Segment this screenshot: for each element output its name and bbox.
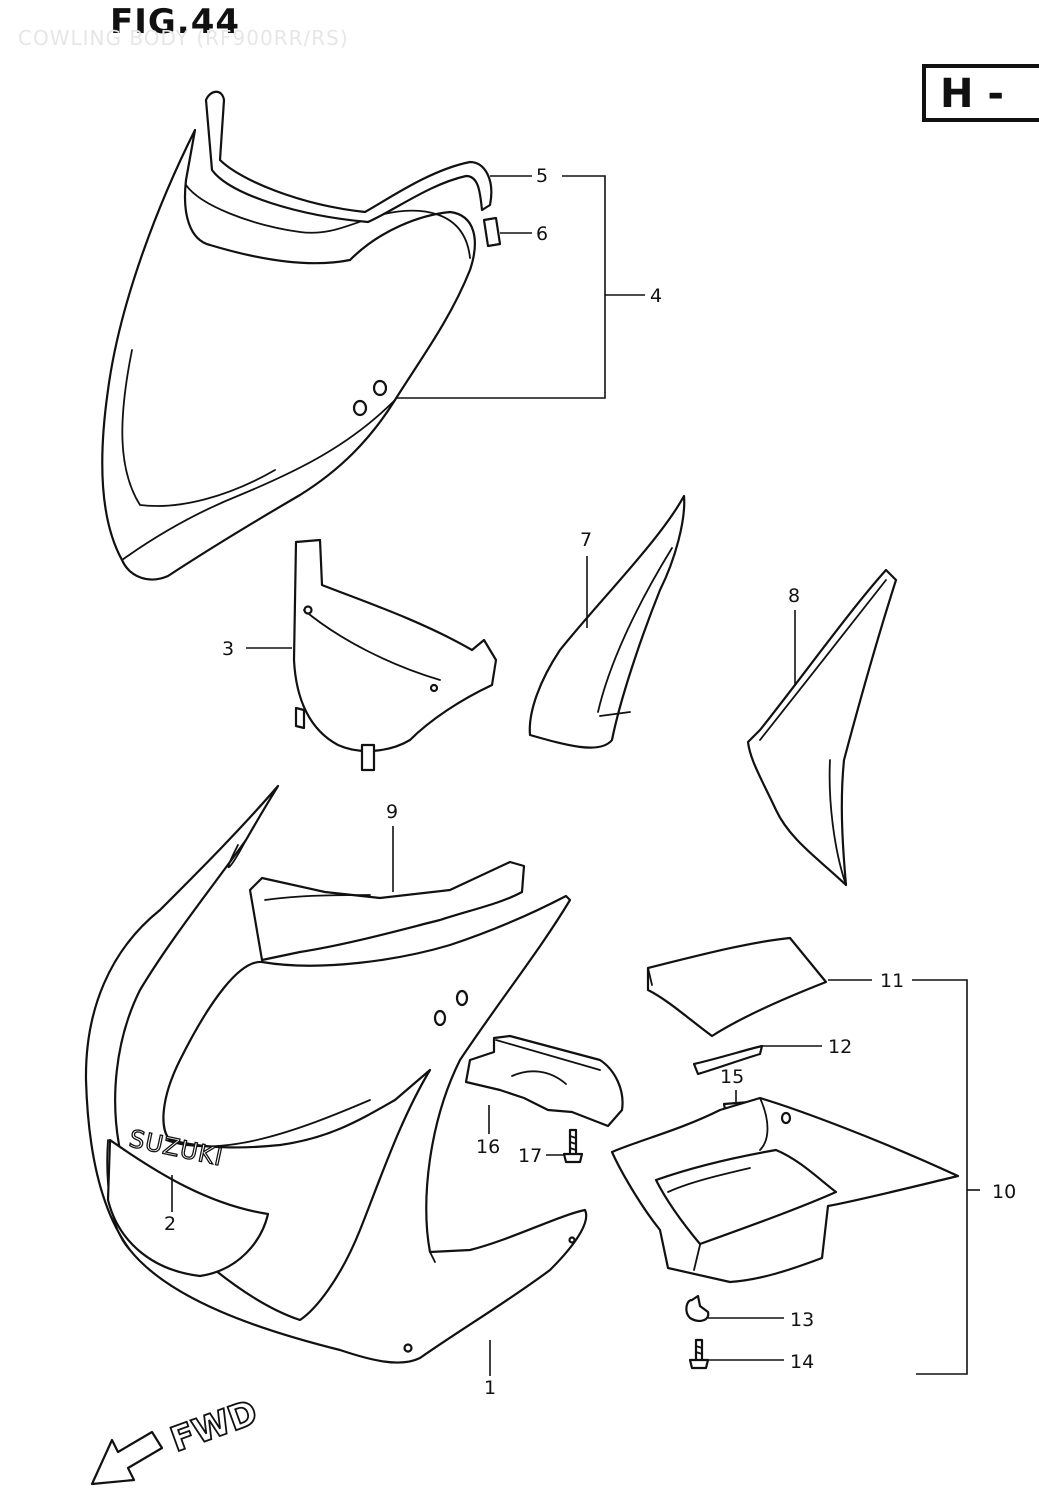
cowling-hole-1 xyxy=(433,1009,447,1027)
callout-4: 4 xyxy=(650,285,662,307)
windscreen-inner-edge xyxy=(185,184,471,259)
callout-6: 6 xyxy=(536,223,548,245)
forward-direction-indicator: FWD xyxy=(90,1392,264,1486)
inner-panel xyxy=(292,538,498,772)
callout-3: 3 xyxy=(222,638,234,660)
leader-lines xyxy=(171,175,980,1376)
section-code: H - xyxy=(940,71,1005,117)
windscreen-tint-line xyxy=(121,349,276,507)
inner-box xyxy=(610,1096,960,1284)
windscreen-lower-edge xyxy=(121,399,396,561)
callout-labels: 5 6 4 3 7 8 9 11 12 15 16 17 2 10 13 14 … xyxy=(164,165,1016,1399)
bolt-17 xyxy=(562,1128,584,1164)
callout-10: 10 xyxy=(992,1181,1016,1203)
callout-7: 7 xyxy=(580,529,592,551)
callout-5: 5 xyxy=(536,165,548,187)
inner-panel-tab-2 xyxy=(360,743,376,772)
side-piece-right xyxy=(746,568,898,887)
callout-2: 2 xyxy=(164,1213,176,1235)
cover-plate xyxy=(646,936,828,1038)
windscreen-rubber-trim xyxy=(204,90,493,224)
cowling-hole-2 xyxy=(455,989,469,1007)
callout-9: 9 xyxy=(386,801,398,823)
inner-upper-cover xyxy=(248,860,526,962)
seal-strip xyxy=(692,1044,764,1076)
windscreen-assembly xyxy=(101,90,502,581)
windscreen xyxy=(101,128,476,581)
figure-title: FIG.44 xyxy=(110,2,241,42)
windscreen-nut-clip xyxy=(482,216,502,248)
callout-11: 11 xyxy=(880,970,904,992)
inner-panel-tab-1 xyxy=(294,706,306,730)
hook-13 xyxy=(685,1294,710,1322)
callout-12: 12 xyxy=(828,1036,852,1058)
screw-14 xyxy=(688,1338,710,1370)
windscreen-bolt-hole-2 xyxy=(352,399,368,417)
figure-subtitle: COWLING BODY (RF900RR/RS) xyxy=(18,26,349,50)
bracket xyxy=(464,1034,624,1128)
forward-arrow-icon xyxy=(90,1430,164,1486)
callout-1: 1 xyxy=(484,1377,496,1399)
callout-15: 15 xyxy=(720,1066,744,1088)
windscreen-bolt-hole-1 xyxy=(372,379,388,397)
callout-13: 13 xyxy=(790,1309,814,1331)
callout-16: 16 xyxy=(476,1136,500,1158)
callout-14: 14 xyxy=(790,1351,814,1373)
section-code-box: H - xyxy=(922,64,1039,122)
callout-8: 8 xyxy=(788,585,800,607)
headlight-aperture xyxy=(106,1138,270,1278)
callout-17: 17 xyxy=(518,1145,542,1167)
forward-label: FWD xyxy=(165,1392,262,1460)
side-piece-left xyxy=(528,494,686,749)
